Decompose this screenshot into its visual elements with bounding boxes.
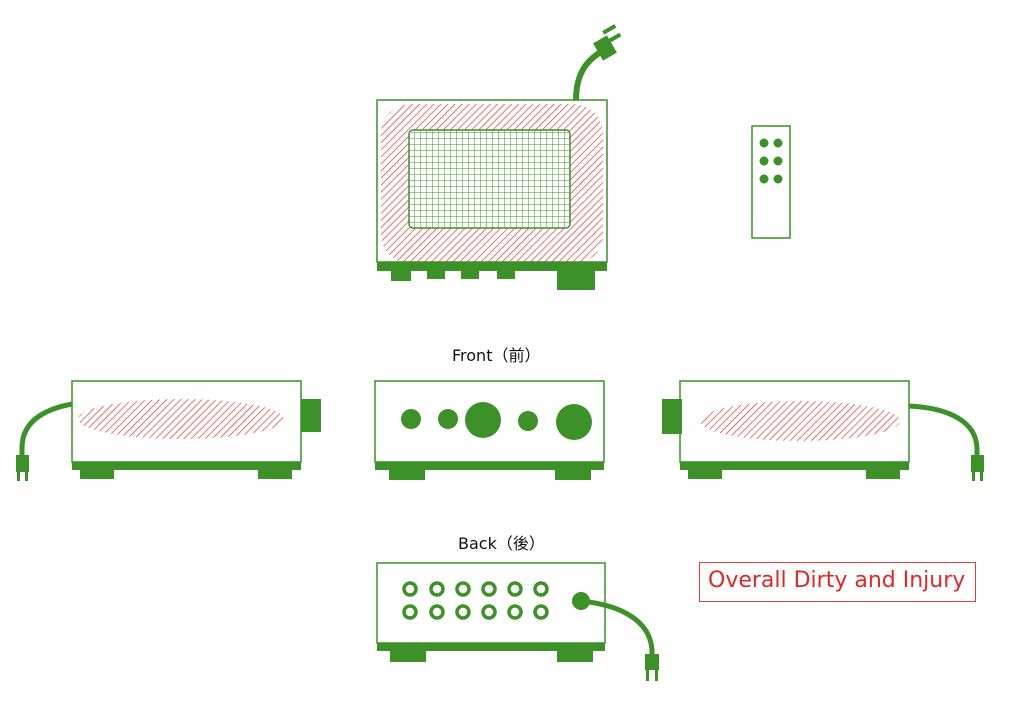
- rca-jack: [481, 581, 497, 597]
- right-side-base: [680, 462, 909, 470]
- front-foot: [555, 470, 591, 480]
- rca-jack: [455, 581, 471, 597]
- rca-jack: [429, 604, 445, 620]
- back-power-cord: [580, 598, 655, 660]
- back-plug: [645, 654, 659, 670]
- remote-button: [759, 156, 769, 166]
- left-side-base: [72, 462, 301, 470]
- top-view-connector: [461, 271, 479, 279]
- top-view-connector: [427, 271, 445, 279]
- back-rca-jacks: [402, 581, 549, 620]
- damage-legend: Overall Dirty and Injury: [699, 562, 976, 602]
- rca-jack: [455, 604, 471, 620]
- right-side-damage-area: [700, 401, 900, 441]
- top-view-base: [377, 262, 607, 271]
- rca-jack: [402, 604, 418, 620]
- right-side-power-cord: [908, 403, 980, 460]
- rca-jack: [533, 581, 549, 597]
- front-foot: [389, 470, 425, 480]
- right-side-foot: [866, 470, 900, 479]
- left-side-foot: [258, 470, 292, 479]
- back-view-label: Back（後）: [458, 534, 545, 553]
- remote-button: [773, 138, 783, 148]
- front-knob: [438, 409, 458, 429]
- rca-jack: [429, 581, 445, 597]
- right-side-plug: [971, 455, 984, 472]
- right-side-jack: [662, 399, 682, 434]
- left-side-damage-area: [78, 399, 284, 439]
- front-view-label: Front（前）: [452, 346, 541, 365]
- front-knob-large: [556, 404, 592, 440]
- rca-jack: [507, 581, 523, 597]
- rca-jack: [507, 604, 523, 620]
- remote-body: [751, 125, 791, 239]
- top-view-power-plug: [593, 24, 622, 61]
- remote-button: [773, 156, 783, 166]
- top-view-foot-left: [391, 271, 411, 281]
- left-side-power-cord: [19, 401, 73, 460]
- remote-button: [759, 174, 769, 184]
- left-side-foot: [80, 470, 114, 479]
- back-view: [376, 562, 659, 681]
- back-foot: [557, 651, 593, 662]
- back-body: [376, 562, 606, 644]
- left-side-view: [16, 380, 321, 481]
- rca-jack: [402, 581, 418, 597]
- back-foot: [390, 651, 426, 662]
- remote-control: [751, 125, 791, 239]
- damage-legend-text: Overall Dirty and Injury: [708, 568, 966, 593]
- rca-jack: [533, 604, 549, 620]
- front-view: [374, 380, 605, 480]
- rca-jack: [481, 604, 497, 620]
- top-view-power-cord: [573, 47, 606, 101]
- left-side-jack: [301, 399, 321, 432]
- remote-button: [773, 174, 783, 184]
- front-knob: [401, 409, 421, 429]
- right-side-foot: [688, 470, 722, 479]
- front-base: [375, 462, 604, 470]
- front-knob-large: [465, 402, 501, 438]
- back-base: [377, 643, 605, 651]
- top-view: [376, 24, 622, 290]
- front-knob: [518, 411, 538, 431]
- left-side-plug: [16, 455, 29, 472]
- right-side-view: [662, 380, 984, 481]
- top-view-foot-right: [557, 271, 595, 290]
- top-view-connector: [497, 271, 515, 279]
- remote-button: [759, 138, 769, 148]
